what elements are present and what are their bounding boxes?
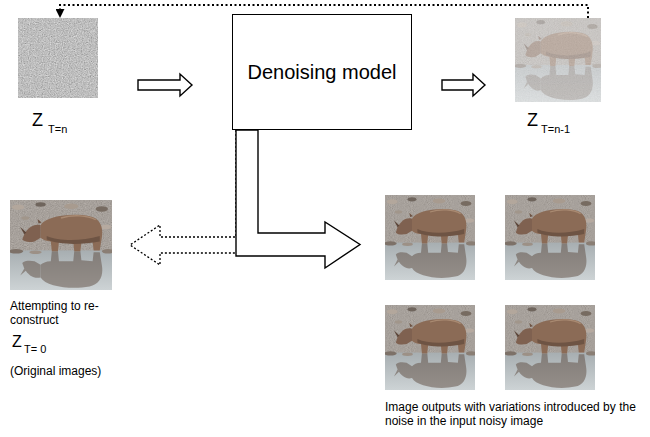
note-text: (Original images) bbox=[10, 365, 101, 379]
block-arrow bbox=[236, 130, 360, 268]
rhino-photo bbox=[504, 305, 597, 390]
block-arrow bbox=[442, 74, 485, 96]
rhino-photo bbox=[384, 305, 477, 390]
rhino-photo bbox=[9, 200, 114, 290]
block-arrow bbox=[138, 74, 192, 96]
caption-text: Image outputs with variations introduced… bbox=[385, 401, 643, 429]
process-label: Denoising model bbox=[248, 61, 397, 84]
variable-letter: Z bbox=[32, 110, 43, 131]
noise-overlay bbox=[515, 18, 601, 102]
note-text: Attempting to re-construct bbox=[10, 300, 102, 328]
variable-letter: Z bbox=[527, 110, 538, 131]
subscript-label: T=n bbox=[48, 123, 67, 136]
dotted-block-arrow bbox=[130, 130, 236, 265]
rhino-photo bbox=[514, 18, 603, 102]
original-image-frame: Attempting to re-constructZT= 0(Original… bbox=[10, 200, 112, 290]
subscript-label: T= 0 bbox=[24, 343, 46, 356]
rhino-photo bbox=[504, 195, 597, 280]
rhino-photo bbox=[384, 195, 477, 280]
noise-image-frame: ZT=n bbox=[18, 18, 98, 98]
noise-image bbox=[18, 18, 98, 98]
process-box: Denoising model bbox=[232, 14, 412, 130]
output-images-group: Image outputs with variations introduced… bbox=[385, 195, 595, 390]
subscript-label: T=n-1 bbox=[541, 123, 570, 136]
fade-overlay bbox=[515, 18, 601, 102]
denoised-image-frame: ZT=n-1 bbox=[515, 18, 601, 102]
variable-letter: Z bbox=[12, 333, 22, 351]
